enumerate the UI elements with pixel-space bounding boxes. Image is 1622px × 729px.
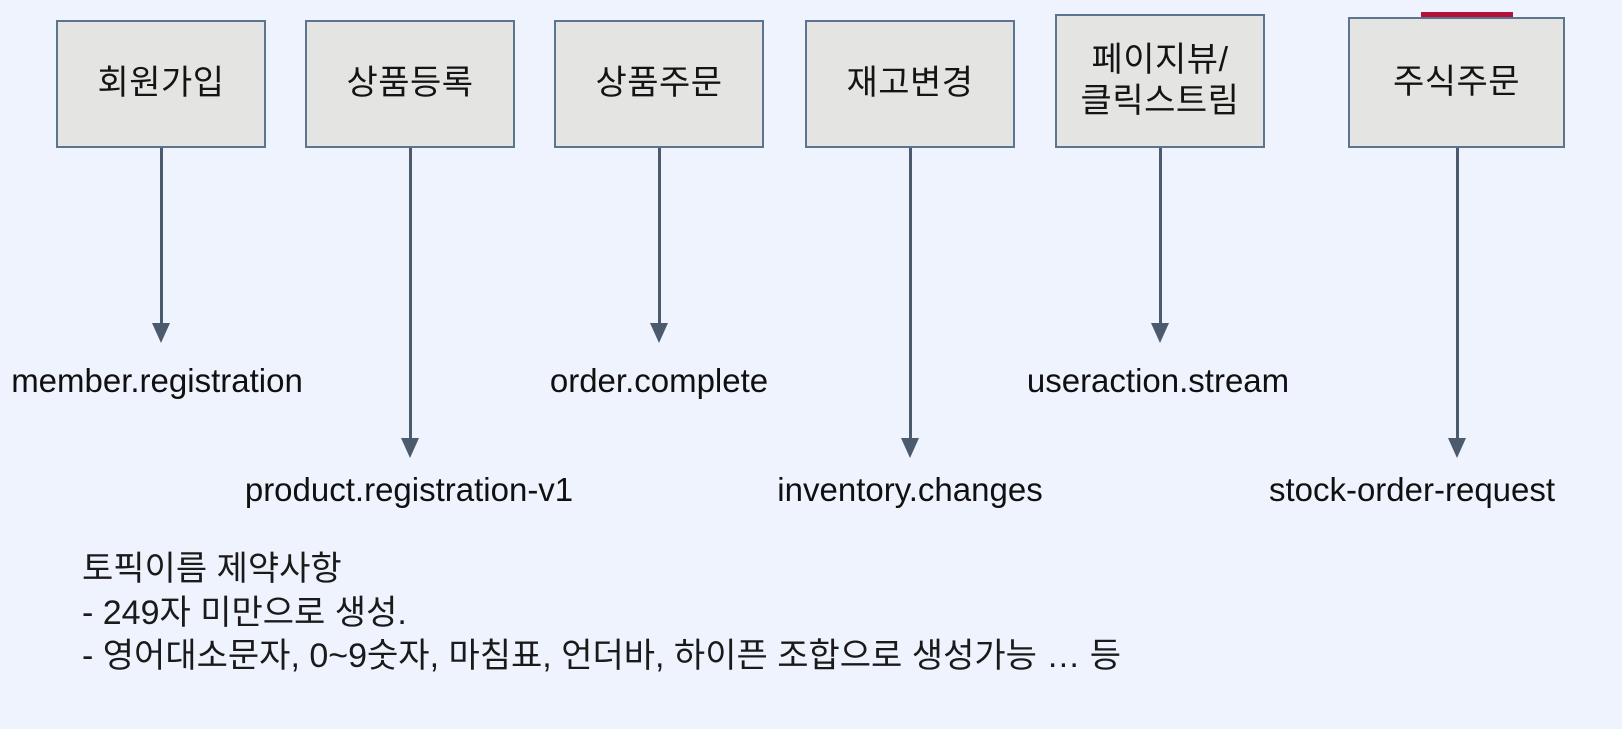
topic-label-useraction-stream: useraction.stream [1026,362,1290,399]
arrow-head [901,438,919,458]
constraints-line-charset: - 영어대소문자, 0~9숫자, 마침표, 언더바, 하이픈 조합으로 생성가능… [82,637,1122,676]
source-box-product-registration[interactable]: 상품등록 [305,20,515,148]
source-box-label: 페이지뷰/ 클릭스트림 [1080,40,1240,120]
arrow-shaft [657,148,661,323]
arrow-head [152,323,170,343]
topic-label-order-complete: order.complete [549,362,769,399]
topic-label-inventory-changes: inventory.changes [777,471,1043,508]
source-box-product-order[interactable]: 상품주문 [554,20,764,148]
arrow-head [650,323,668,343]
source-box-label: 재고변경 [846,64,974,103]
source-box-label: 상품주문 [595,64,723,103]
topic-label-member-registration: member.registration [11,362,303,399]
source-box-member-signup[interactable]: 회원가입 [56,20,266,148]
red-accent-mark [1421,12,1513,17]
topic-label-product-registration-v1: product.registration-v1 [244,471,574,508]
source-box-pageview-clickstream[interactable]: 페이지뷰/ 클릭스트림 [1055,14,1265,148]
arrow-shaft [159,148,163,323]
source-box-label: 주식주문 [1392,62,1521,101]
source-box-label: 상품등록 [346,64,474,103]
arrow-shaft [1455,148,1459,438]
arrow-shaft [908,148,912,438]
topic-name-constraints-note: 토픽이름 제약사항 - 249자 미만으로 생성. - 영어대소문자, 0~9숫… [82,548,1121,679]
constraints-line-length: - 249자 미만으로 생성. [82,593,407,632]
constraints-title: 토픽이름 제약사항 [82,550,342,588]
arrow-head [401,438,419,458]
source-box-inventory-change[interactable]: 재고변경 [805,20,1015,148]
arrow-shaft [1158,148,1162,323]
source-box-stock-order[interactable]: 주식주문 [1348,17,1565,148]
arrow-head [1151,323,1169,343]
topic-label-stock-order-request: stock-order-request [1268,471,1556,508]
source-box-label: 회원가입 [97,64,225,103]
arrow-head [1448,438,1466,458]
arrow-shaft [408,148,412,438]
